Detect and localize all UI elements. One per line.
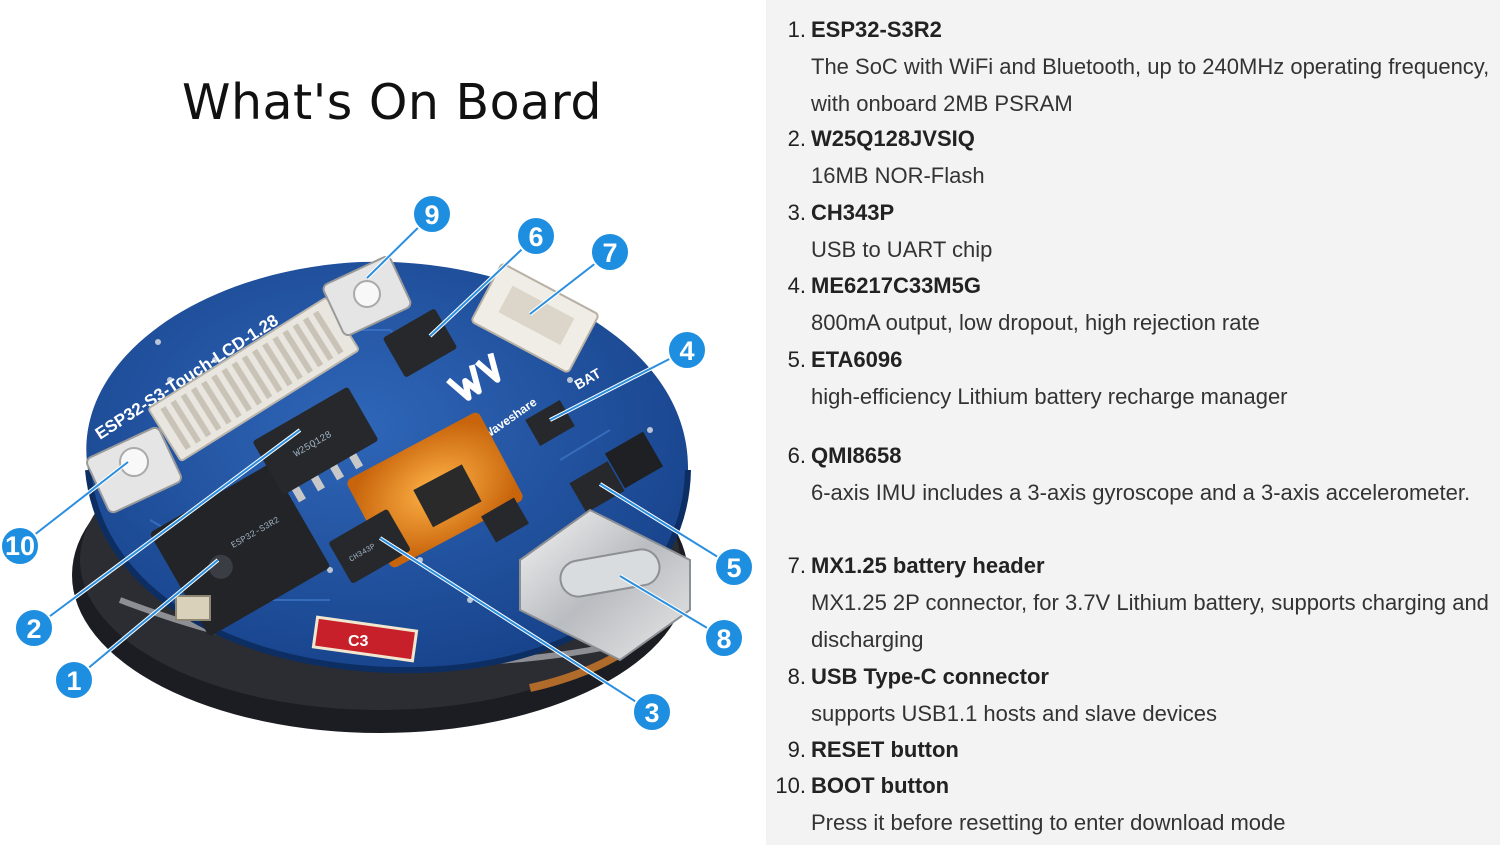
item-number: 5. — [787, 347, 806, 372]
reset-button-part — [322, 255, 412, 337]
callout-7: 7 — [590, 232, 630, 272]
item-name: ME6217C33M5G — [811, 273, 981, 298]
callout-1: 1 — [54, 660, 94, 700]
item-name: ESP32-S3R2 — [811, 17, 942, 42]
item-description: high-efficiency Lithium battery recharge… — [811, 384, 1288, 409]
item-description: 6-axis IMU includes a 3-axis gyroscope a… — [811, 480, 1471, 505]
svg-text:1: 1 — [66, 666, 81, 696]
item-description: The SoC with WiFi and Bluetooth, up to 2… — [811, 54, 1490, 116]
item-name: ETA6096 — [811, 347, 903, 372]
usb-c-connector — [519, 508, 691, 662]
callout-3: 3 — [632, 692, 672, 732]
svg-text:5: 5 — [726, 553, 741, 583]
svg-text:10: 10 — [5, 531, 35, 561]
crystal — [175, 595, 211, 621]
item-number: 8. — [787, 664, 806, 689]
item-name: CH343P — [811, 200, 895, 225]
callout-4: 4 — [667, 330, 707, 370]
item-description: MX1.25 2P connector, for 3.7V Lithium ba… — [811, 590, 1489, 652]
svg-text:7: 7 — [602, 238, 617, 268]
battery-header-part — [471, 263, 599, 373]
item-number: 6. — [787, 443, 806, 468]
item-description: Press it before resetting to enter downl… — [811, 810, 1286, 835]
diagram-panel: What's On Board — [0, 74, 754, 733]
item-number: 4. — [787, 273, 806, 298]
c3-part: C3 — [311, 615, 419, 663]
silk-c3-text: C3 — [348, 633, 369, 650]
component-list: 1. ESP32-S3R2 The SoC with WiFi and Blue… — [766, 0, 1500, 845]
item-name: USB Type-C connector — [811, 664, 1049, 689]
item-number: 3. — [787, 200, 806, 225]
item-description: supports USB1.1 hosts and slave devices — [811, 701, 1218, 726]
item-number: 9. — [787, 737, 806, 762]
center-chip — [413, 464, 482, 528]
page-title: What's On Board — [182, 74, 603, 131]
item-name: MX1.25 battery header — [811, 553, 1045, 578]
item-number: 2. — [787, 126, 806, 151]
board-illustration: ESP32-S3-Touch-LCD-1.28 Waveshare BAT — [0, 194, 754, 733]
charger-chip — [569, 461, 625, 513]
item-name: RESET button — [811, 737, 959, 762]
callout-5: 5 — [714, 547, 754, 587]
item-description: 16MB NOR-Flash — [811, 163, 985, 188]
item-name: W25Q128JVSIQ — [811, 126, 975, 151]
callout-6: 6 — [516, 216, 556, 256]
small-chip — [481, 497, 529, 543]
item-name: BOOT button — [811, 773, 950, 798]
callout-2: 2 — [14, 608, 54, 648]
svg-text:2: 2 — [26, 614, 41, 644]
inductor — [604, 431, 664, 489]
waveshare-logo — [446, 352, 501, 401]
flash-chip: W25Q128 — [253, 387, 378, 503]
item-number: 1. — [787, 17, 806, 42]
item-name: QMI8658 — [811, 443, 902, 468]
callout-10: 10 — [0, 526, 40, 566]
svg-text:4: 4 — [679, 336, 694, 366]
callout-lines-inner — [19, 213, 735, 713]
callout-8: 8 — [704, 618, 744, 658]
svg-text:8: 8 — [716, 624, 731, 654]
item-description: 800mA output, low dropout, high rejectio… — [811, 310, 1260, 335]
svg-text:3: 3 — [644, 698, 659, 728]
item-description: USB to UART chip — [811, 237, 993, 262]
svg-text:9: 9 — [424, 200, 439, 230]
callout-9: 9 — [412, 194, 452, 234]
item-number: 10. — [775, 773, 806, 798]
ch343p-chip: CH343P — [329, 509, 410, 584]
svg-text:6: 6 — [528, 222, 543, 252]
item-number: 7. — [787, 553, 806, 578]
